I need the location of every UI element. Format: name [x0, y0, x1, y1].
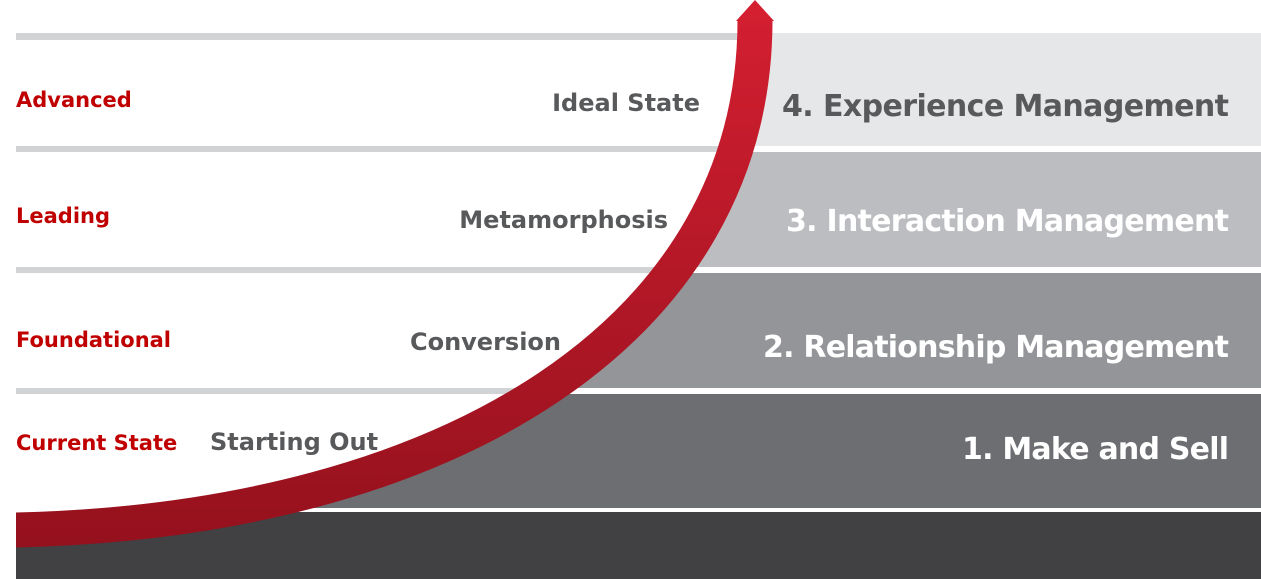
stage-starting-out: Starting Out	[210, 428, 378, 456]
tier-2-title: 2. Relationship Management	[763, 330, 1229, 365]
divider-line	[16, 388, 755, 394]
tier-4-title: 4. Experience Management	[782, 89, 1229, 124]
growth-arrow-shaft	[0, 19, 773, 548]
arrow-left-mask	[0, 500, 16, 560]
arrow-head-icon	[736, 0, 774, 21]
stage-ideal-state: Ideal State	[552, 89, 700, 117]
white-area	[0, 0, 755, 530]
level-leading: Leading	[16, 204, 110, 228]
stage-metamorphosis: Metamorphosis	[459, 206, 668, 234]
tier-3-title: 3. Interaction Management	[786, 204, 1229, 239]
tier-1-title: 1. Make and Sell	[962, 432, 1229, 467]
level-current-state: Current State	[16, 431, 177, 455]
divider-line	[16, 267, 755, 273]
stage-conversion: Conversion	[410, 328, 561, 356]
divider-line	[16, 33, 755, 40]
divider-line	[16, 146, 755, 152]
level-dividers	[16, 33, 755, 394]
level-advanced: Advanced	[16, 88, 132, 112]
level-foundational: Foundational	[16, 328, 171, 352]
